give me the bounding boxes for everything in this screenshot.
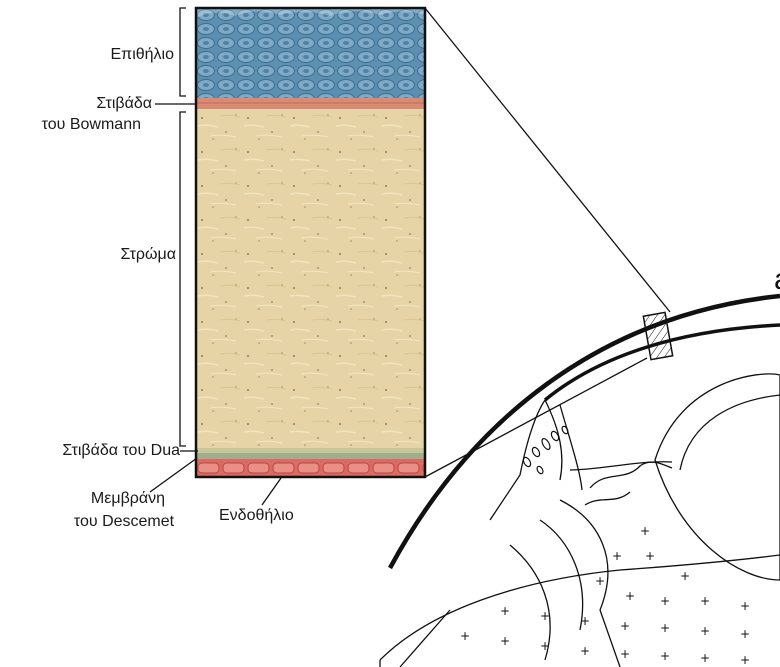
label-bowman-line1: Στιβάδα [96,94,152,113]
descemet-leader [150,458,197,492]
lens [655,374,780,580]
svg-text:+: + [620,647,630,661]
endothelium-layer [196,459,425,477]
iris-back [560,500,608,610]
svg-text:+: + [500,604,510,618]
eye-anterior-segment [380,296,780,667]
svg-text:+: + [580,644,590,658]
svg-text:+: + [740,599,750,613]
svg-text:+: + [620,619,630,633]
label-endothelium: Ενδοθήλιο [219,506,294,525]
corneal-layers-panel [196,8,425,477]
svg-text:+: + [640,524,650,538]
svg-text:+: + [540,639,550,653]
svg-text:+: + [680,569,690,583]
label-stroma: Στρώμα [120,245,176,264]
svg-text:+: + [645,549,655,563]
stroma-layer [196,109,425,448]
svg-text:+: + [625,589,635,603]
epithelium-layer [196,8,425,98]
endothelium-leader [262,478,281,505]
lens-capsule [680,395,780,470]
svg-text:+: + [580,614,590,628]
label-bowman-line2: του Bowmann [42,115,141,134]
edge-fragment-text: a [774,263,780,297]
label-dua: Στιβάδα του Dua [62,441,180,460]
svg-text:+: + [540,609,550,623]
svg-text:+: + [740,627,750,641]
label-descemet-line1: Μεμβράνη [58,489,198,508]
svg-text:+: + [460,629,470,643]
anterior-chamber-angle [560,405,582,490]
cornea-outer-surface [390,296,780,568]
svg-text:+: + [700,651,710,665]
stroma-bracket [180,112,186,446]
svg-text:+: + [660,649,670,663]
svg-text:+: + [612,549,622,563]
svg-text:+: + [740,653,750,667]
label-descemet-line2: του Descemet [54,512,194,531]
sclera-inner-line [490,400,545,520]
svg-text:+: + [700,624,710,638]
svg-text:+: + [500,634,510,648]
svg-text:+: + [660,594,670,608]
svg-text:+: + [595,574,605,588]
svg-text:+: + [660,621,670,635]
descemet-layer [196,453,425,459]
label-epithelium: Επιθήλιο [110,45,174,64]
svg-text:+: + [700,594,710,608]
dua-layer [196,448,425,453]
epithelium-bracket [180,8,186,96]
